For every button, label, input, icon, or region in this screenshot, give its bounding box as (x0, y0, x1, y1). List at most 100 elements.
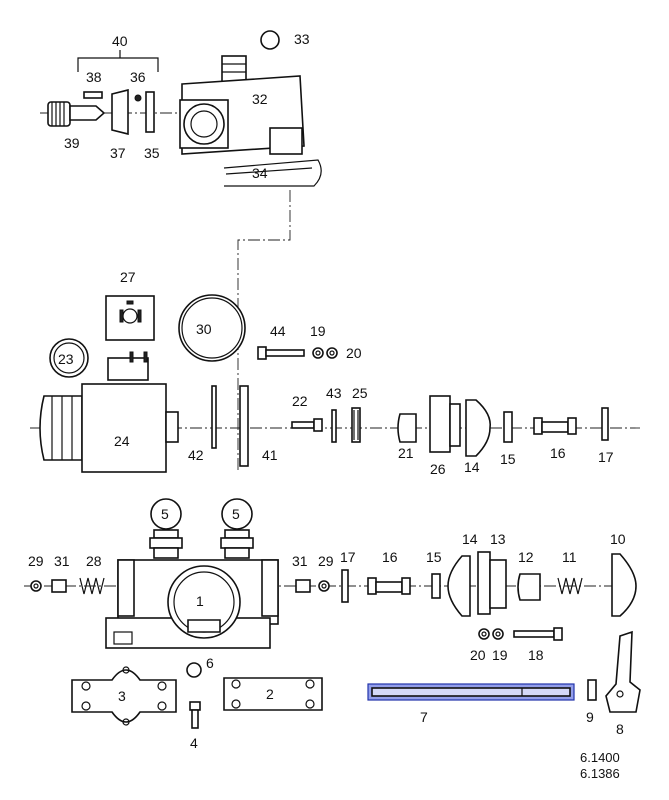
part-38-pin (83, 91, 103, 99)
part-43-ring (331, 409, 337, 443)
label-42: 42 (188, 447, 204, 463)
part-15-seat-top (503, 411, 513, 443)
label-23: 23 (58, 351, 74, 367)
part-16-spool-lower (367, 577, 411, 595)
part-2-gasket (223, 677, 323, 711)
label-17-lower: 17 (340, 549, 356, 565)
label-32: 32 (252, 91, 268, 107)
part-15-seat-lower (431, 573, 441, 599)
part-21-sleeve (397, 413, 417, 443)
label-28: 28 (86, 553, 102, 569)
label-35: 35 (144, 145, 160, 161)
label-14-lower: 14 (462, 531, 478, 547)
label-26: 26 (430, 461, 446, 477)
part-4-screw (189, 701, 201, 729)
part-14-diaphragm-lower (447, 555, 471, 617)
part-20-nut-lower (478, 628, 490, 640)
part-44-screw (257, 346, 305, 360)
label-44: 44 (270, 323, 286, 339)
label-27: 27 (120, 269, 136, 285)
part-19-washer-top (312, 347, 324, 359)
part-27-connector (105, 295, 155, 341)
label-40: 40 (112, 33, 128, 49)
part-17-washer-lower (341, 569, 349, 603)
leader-line-34 (237, 190, 291, 470)
part-28-spring (79, 577, 105, 595)
label-22: 22 (292, 393, 308, 409)
label-5-right: 5 (232, 506, 240, 522)
label-8: 8 (616, 721, 624, 737)
part-30-disc (178, 294, 246, 362)
label-16-top: 16 (550, 445, 566, 461)
label-31-right: 31 (292, 553, 308, 569)
part-25-seal (351, 407, 361, 443)
part-10-cap (611, 553, 637, 617)
label-17-top: 17 (598, 449, 614, 465)
part-22-bolt (291, 418, 323, 432)
label-29-right: 29 (318, 553, 334, 569)
label-13: 13 (490, 531, 506, 547)
part-14-diaphragm-top (465, 399, 492, 457)
part-39-knob (47, 101, 106, 127)
label-2: 2 (266, 686, 274, 702)
part-8-lever (605, 630, 641, 713)
part-5-indicator-left (149, 498, 183, 559)
label-15-lower: 15 (426, 549, 442, 565)
label-36: 36 (130, 69, 146, 85)
label-20-lower: 20 (470, 647, 486, 663)
part-9-washer (587, 679, 597, 701)
part-24-coil (39, 351, 179, 473)
group-40-bracket (77, 50, 159, 72)
part-41-plate (239, 385, 249, 467)
label-24: 24 (114, 433, 130, 449)
part-29-washer-right (318, 580, 330, 592)
part-16-spool-top (533, 417, 577, 435)
part-29-washer-left (30, 580, 42, 592)
label-25: 25 (352, 385, 368, 401)
part-17-washer-top (601, 407, 609, 441)
label-41: 41 (262, 447, 278, 463)
label-43: 43 (326, 385, 342, 401)
part-42-gasket (211, 385, 217, 449)
label-5-left: 5 (161, 506, 169, 522)
label-19-lower: 19 (492, 647, 508, 663)
part-34-spring-clip (223, 159, 322, 187)
label-19-top: 19 (310, 323, 326, 339)
part-37-bushing (111, 88, 129, 136)
label-30: 30 (196, 321, 212, 337)
part-6-o-ring (186, 662, 202, 678)
reference-code-2: 6.1386 (580, 766, 620, 781)
label-31-left: 31 (54, 553, 70, 569)
part-32-valve-body (179, 55, 305, 155)
label-9: 9 (586, 709, 594, 725)
label-12: 12 (518, 549, 534, 565)
label-38: 38 (86, 69, 102, 85)
part-23-ring (49, 338, 89, 378)
label-6: 6 (206, 655, 214, 671)
part-31-plug-left (51, 579, 67, 593)
part-5-indicator-right (220, 498, 254, 559)
label-39: 39 (64, 135, 80, 151)
reference-code-1: 6.1400 (580, 750, 620, 765)
label-18: 18 (528, 647, 544, 663)
label-34: 34 (252, 165, 268, 181)
label-33: 33 (294, 31, 310, 47)
label-7: 7 (420, 709, 428, 725)
part-3-gasket (71, 666, 177, 726)
part-18-screw (513, 627, 563, 641)
part-7-rod[interactable] (367, 683, 575, 701)
part-31-plug-right (295, 579, 311, 593)
part-36-ball (134, 94, 142, 102)
part-20-nut-top (326, 347, 338, 359)
label-15-top: 15 (500, 451, 516, 467)
part-13-housing (477, 551, 507, 615)
label-3: 3 (118, 688, 126, 704)
label-20-top: 20 (346, 345, 362, 361)
part-12-sleeve (517, 573, 541, 601)
label-14-top: 14 (464, 459, 480, 475)
part-33-o-ring (260, 30, 280, 50)
label-21: 21 (398, 445, 414, 461)
label-16-lower: 16 (382, 549, 398, 565)
label-10: 10 (610, 531, 626, 547)
